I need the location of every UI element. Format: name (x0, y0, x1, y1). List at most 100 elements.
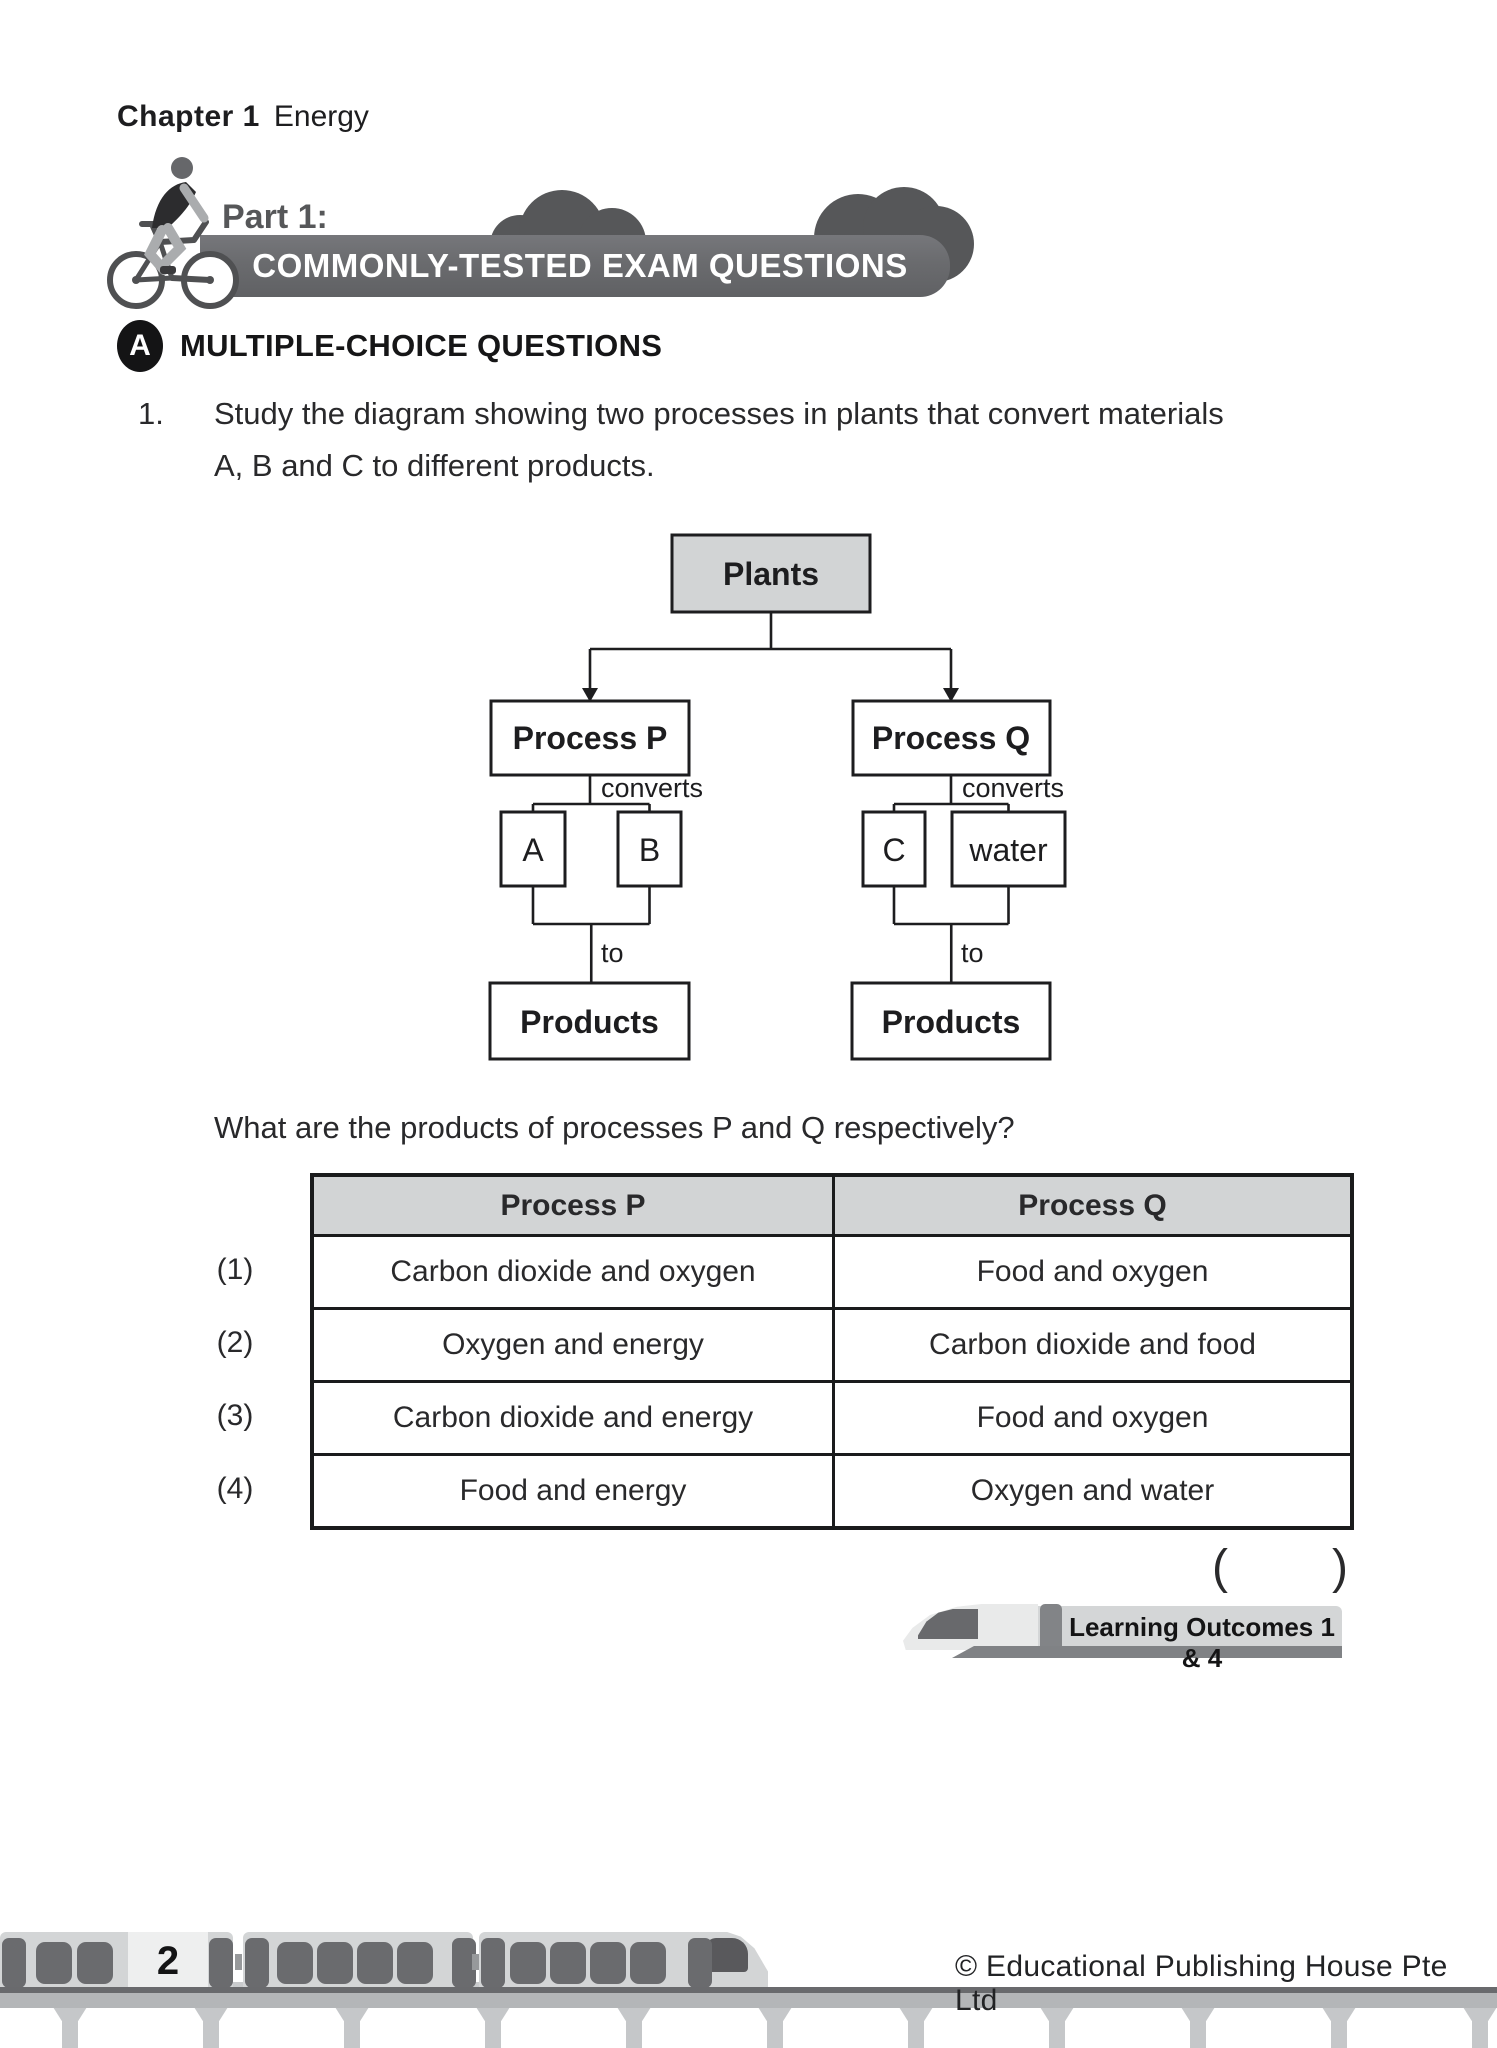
pillar-cap-icon (899, 2007, 933, 2021)
chapter-title: Energy (273, 100, 369, 133)
input-c-label: C (882, 832, 905, 868)
converts-left-label: converts (601, 773, 703, 803)
train-window-icon (357, 1942, 393, 1984)
option-label-2: (2) (216, 1326, 254, 1359)
pillar-cap-icon (1040, 2007, 1074, 2021)
products-right-label: Products (882, 1004, 1021, 1040)
options-table: Process P Process Q Carbon dioxide and o… (310, 1173, 1354, 1530)
train-windshield-icon (918, 1609, 978, 1639)
train-window-icon (550, 1942, 586, 1984)
to-right-label: to (961, 938, 984, 968)
process-flow-diagram: Plants Process P Process Q converts conv… (488, 533, 1067, 1061)
train-window-icon (77, 1942, 113, 1984)
footer-train-icon: 2 (0, 1932, 770, 1990)
track-rail (0, 1987, 1497, 1993)
input-a-label: A (522, 832, 544, 868)
pillar-cap-icon (758, 2007, 792, 2021)
pillar-cap-icon (1322, 2007, 1356, 2021)
pillar-cap-icon (53, 2007, 87, 2021)
table-cell-2p: Oxygen and energy (314, 1307, 832, 1380)
pillar-icon (485, 2019, 501, 2048)
process-q-label: Process Q (872, 720, 1030, 756)
track-bed (0, 1993, 1497, 2008)
part-label: Part 1: (222, 198, 328, 236)
process-q-box (851, 699, 1052, 777)
page-number: 2 (156, 1938, 180, 1983)
pillar-icon (1472, 2019, 1488, 2048)
train-window-icon (630, 1942, 666, 1984)
arrow-down-left (582, 688, 598, 702)
plants-box (670, 533, 872, 614)
part-banner-title: COMMONLY-TESTED EXAM QUESTIONS (252, 247, 908, 284)
section-marker-letter: A (129, 329, 151, 362)
input-b-box (616, 810, 683, 888)
input-b-label: B (639, 832, 660, 868)
pillar-icon (344, 2019, 360, 2048)
chapter-label: Chapter 1 (117, 100, 260, 133)
table-cell-4q: Oxygen and water (832, 1453, 1350, 1526)
pillar-icon (1190, 2019, 1206, 2048)
option-label-1: (1) (216, 1253, 254, 1286)
arrow-down-right (943, 688, 959, 702)
train-coupling-icon (235, 1954, 242, 1970)
copyright-text: © Educational Publishing House Pte Ltd (955, 1950, 1448, 2017)
train-door-icon (481, 1938, 505, 1988)
pillar-icon (1049, 2019, 1065, 2048)
pillar-cap-icon (194, 2007, 228, 2021)
converts-right-label: converts (962, 773, 1064, 803)
pillar-cap-icon (1181, 2007, 1215, 2021)
question-number: 1. (138, 396, 164, 431)
option-label-3: (3) (216, 1399, 254, 1432)
learning-outcomes-underline (952, 1646, 1342, 1658)
input-a-box (499, 810, 567, 888)
question-text-line2: A, B and C to different products. (214, 448, 655, 483)
plants-label: Plants (723, 556, 819, 592)
pillar-icon (626, 2019, 642, 2048)
pillar-cap-icon (476, 2007, 510, 2021)
input-water-box (950, 810, 1067, 888)
table-cell-3q: Food and oxygen (832, 1380, 1350, 1453)
table-header-process-q: Process Q (832, 1177, 1350, 1234)
chapter-heading: Chapter 1 Energy (117, 100, 369, 134)
train-window-icon (510, 1942, 546, 1984)
section-marker: A (117, 320, 163, 372)
answer-paren-close: ) (1332, 1541, 1348, 1594)
train-door-icon (245, 1938, 269, 1988)
pillar-icon (767, 2019, 783, 2048)
train-window-icon (36, 1942, 72, 1984)
train-windshield-icon (706, 1938, 748, 1972)
to-left-label: to (601, 938, 624, 968)
page-number-plate: 2 (128, 1932, 208, 1990)
cyclist-icon (107, 157, 239, 309)
table-header-process-p: Process P (314, 1177, 832, 1234)
table-cell-2q: Carbon dioxide and food (832, 1307, 1350, 1380)
train-window-icon (317, 1942, 353, 1984)
pillar-icon (1331, 2019, 1347, 2048)
train-coupling-icon (472, 1954, 479, 1970)
table-cell-1p: Carbon dioxide and oxygen (314, 1234, 832, 1307)
option-label-4: (4) (216, 1472, 254, 1505)
input-c-box (861, 810, 927, 888)
pillar-icon (203, 2019, 219, 2048)
train-door-icon (2, 1938, 26, 1988)
train-door-icon (688, 1938, 712, 1988)
question-prompt: What are the products of processes P and… (214, 1110, 1015, 1145)
train-window-icon (277, 1942, 313, 1984)
answer-paren-open: ( (1212, 1541, 1228, 1594)
process-p-box (489, 699, 691, 777)
train-door-icon (209, 1938, 233, 1988)
learning-outcomes-label: Learning Outcomes 1 & 4 (1069, 1612, 1335, 1673)
input-water-label: water (968, 832, 1048, 868)
learning-outcomes-bar (1034, 1606, 1342, 1646)
table-cell-1q: Food and oxygen (832, 1234, 1350, 1307)
products-left-box (488, 981, 691, 1061)
products-right-box (850, 981, 1052, 1061)
process-p-label: Process P (513, 720, 668, 756)
table-cell-3p: Carbon dioxide and energy (314, 1380, 832, 1453)
pillar-icon (908, 2019, 924, 2048)
train-window-icon (590, 1942, 626, 1984)
table-cell-4p: Food and energy (314, 1453, 832, 1526)
pillar-cap-icon (1463, 2007, 1497, 2021)
train-door-icon (1040, 1604, 1062, 1652)
